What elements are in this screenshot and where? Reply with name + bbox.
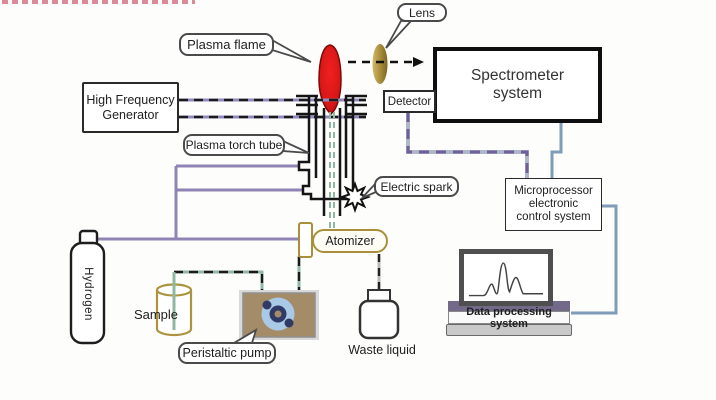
waste-bottle <box>358 289 400 340</box>
pump-roller-icon <box>262 300 272 310</box>
microprocessor-box: Microprocessor electronic control system <box>505 178 602 231</box>
spectrum-peak-curve-icon <box>468 262 544 297</box>
hydrogen-cylinder <box>69 229 106 345</box>
detector-label: Detector <box>387 95 432 108</box>
control-lines <box>550 123 618 315</box>
monitor-screen <box>459 249 553 306</box>
detector-signal-line <box>406 112 529 179</box>
peristaltic-pump-callout: Peristaltic pump <box>178 342 276 364</box>
plasma-torch-tube-label: Plasma torch tube <box>185 138 283 152</box>
micro-line2: electronic <box>528 197 579 210</box>
monitor-stand <box>448 301 570 312</box>
plasma-torch-tubes <box>297 95 355 216</box>
plasma-flame-label: Plasma flame <box>187 37 266 52</box>
waste-liquid-label: Waste liquid <box>348 343 416 357</box>
spark-star-icon <box>339 181 371 213</box>
spectrometer-system-box: Spectrometer system <box>433 47 602 123</box>
plasma-flame-callout: Plasma flame <box>179 33 274 56</box>
atomizer-label: Atomizer <box>325 234 375 248</box>
atomizer-box: Atomizer <box>312 229 388 253</box>
sample-label: Sample <box>133 306 179 322</box>
induction-coil-bars <box>296 94 367 116</box>
spectrometer-line2: system <box>492 85 543 102</box>
torch-injector-tube <box>329 112 335 230</box>
hydrogen-gas-lines <box>97 164 304 241</box>
monitor-pedestal <box>446 324 572 336</box>
micro-line3: control system <box>516 211 591 224</box>
lens-label: Lens <box>408 5 436 20</box>
sample-tubing <box>174 256 301 296</box>
spectrometer-line1: Spectrometer <box>470 67 565 85</box>
callout-tails <box>230 20 414 344</box>
watermark-remnant <box>2 0 195 4</box>
plasma-torch-tube-callout: Plasma torch tube <box>183 134 285 156</box>
optical-axis-arrow <box>348 57 424 67</box>
electric-spark-label: Electric spark <box>380 179 453 194</box>
pump-roller-icon <box>284 318 294 328</box>
micro-line1: Microprocessor <box>514 184 593 197</box>
lens-ellipse <box>372 44 388 84</box>
sample-container <box>155 272 193 337</box>
peristaltic-pump-label: Peristaltic pump <box>182 346 272 360</box>
data-processing-system-label: Data processing system <box>448 306 570 330</box>
electric-spark-callout: Electric spark <box>374 176 459 197</box>
plasma-flame-shape <box>318 44 342 115</box>
atomizer-nozzle <box>298 222 313 258</box>
high-frequency-generator-box: High Frequency Generator <box>82 82 179 133</box>
lens-callout: Lens <box>397 3 447 22</box>
hfgen-line2: Generator <box>102 107 159 122</box>
hfgen-line1: High Frequency <box>86 93 175 107</box>
detector-box: Detector <box>383 90 436 113</box>
hydrogen-label: Hydrogen <box>82 267 94 321</box>
